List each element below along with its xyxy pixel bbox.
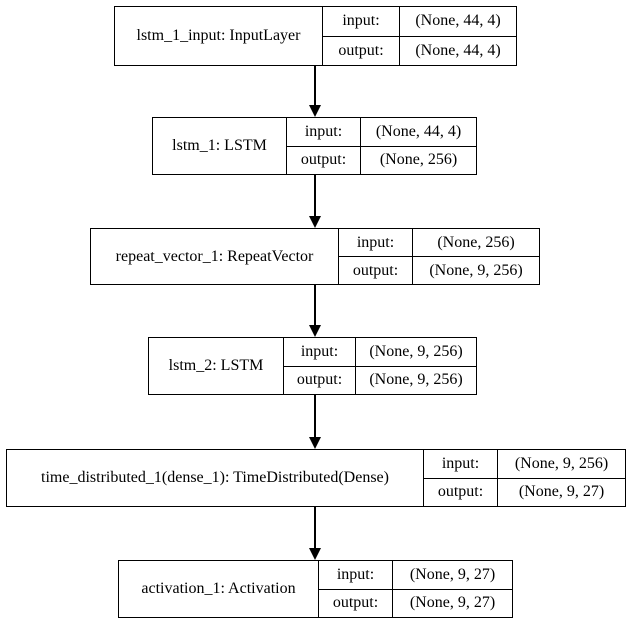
edge-line-4 [314, 395, 316, 438]
io-table: input: (None, 9, 256) output: (None, 9, … [423, 450, 625, 506]
output-label: output: [300, 151, 347, 169]
output-shape: (None, 9, 27) [497, 478, 625, 506]
input-row: input: (None, 9, 256) [424, 450, 625, 478]
output-row: output: (None, 44, 4) [323, 35, 516, 65]
input-row: input: (None, 256) [339, 229, 539, 256]
layer-node-lstm-1-input: lstm_1_input: InputLayer input: (None, 4… [114, 6, 517, 66]
layer-name: activation_1: Activation [141, 580, 296, 597]
layer-name: lstm_1_input: InputLayer [136, 27, 301, 44]
output-shape: (None, 256) [360, 146, 476, 174]
output-row: output: (None, 9, 256) [284, 365, 476, 394]
input-row: input: (None, 9, 256) [284, 338, 476, 366]
edge-line-1 [314, 66, 316, 106]
output-shape: (None, 9, 256) [355, 366, 476, 394]
io-table: input: (None, 9, 27) output: (None, 9, 2… [318, 561, 512, 617]
output-label: output: [352, 261, 399, 279]
input-shape: (None, 9, 256) [497, 450, 625, 478]
input-row: input: (None, 9, 27) [319, 561, 512, 589]
input-shape: (None, 256) [412, 229, 539, 256]
input-label: input: [336, 565, 375, 583]
output-label: output: [296, 371, 343, 389]
arrowhead-icon-3 [309, 325, 321, 337]
output-row: output: (None, 9, 27) [319, 588, 512, 617]
arrowhead-icon-2 [309, 216, 321, 228]
input-label: input: [300, 342, 339, 360]
output-row: output: (None, 256) [287, 145, 476, 174]
layer-name: lstm_1: LSTM [172, 137, 267, 154]
input-label: input: [356, 233, 395, 251]
layer-node-lstm-2: lstm_2: LSTM input: (None, 9, 256) outpu… [148, 337, 477, 395]
output-shape: (None, 9, 256) [412, 257, 539, 284]
layer-name: lstm_2: LSTM [168, 357, 264, 374]
output-label: output: [437, 483, 484, 501]
output-label: output: [332, 594, 379, 612]
arrowhead-icon-4 [309, 437, 321, 449]
input-label: input: [304, 122, 343, 140]
output-row: output: (None, 9, 27) [424, 477, 625, 506]
edge-line-5 [314, 507, 316, 549]
arrowhead-icon-1 [309, 105, 321, 117]
output-label: output: [338, 41, 384, 59]
io-table: input: (None, 44, 4) output: (None, 256) [286, 118, 476, 174]
output-row: output: (None, 9, 256) [339, 256, 539, 284]
input-row: input: (None, 44, 4) [287, 118, 476, 146]
input-shape: (None, 9, 27) [392, 561, 512, 589]
arrowhead-icon-5 [309, 548, 321, 560]
input-label: input: [441, 454, 480, 472]
input-label: input: [342, 12, 380, 30]
input-shape: (None, 9, 256) [355, 338, 476, 366]
layer-node-lstm-1: lstm_1: LSTM input: (None, 44, 4) output… [152, 117, 477, 175]
layer-node-activation-1: activation_1: Activation input: (None, 9… [118, 560, 513, 618]
layer-name: time_distributed_1(dense_1): TimeDistrib… [41, 469, 389, 486]
io-table: input: (None, 256) output: (None, 9, 256… [338, 229, 539, 284]
layer-node-time-distributed-1: time_distributed_1(dense_1): TimeDistrib… [6, 449, 626, 507]
input-shape: (None, 44, 4) [399, 7, 516, 36]
io-table: input: (None, 44, 4) output: (None, 44, … [322, 7, 516, 65]
edge-line-3 [314, 285, 316, 326]
input-row: input: (None, 44, 4) [323, 7, 516, 36]
io-table: input: (None, 9, 256) output: (None, 9, … [283, 338, 476, 394]
layer-node-repeat-vector-1: repeat_vector_1: RepeatVector input: (No… [90, 228, 540, 285]
output-shape: (None, 9, 27) [392, 589, 512, 617]
layer-name: repeat_vector_1: RepeatVector [115, 247, 314, 265]
output-shape: (None, 44, 4) [399, 36, 516, 65]
edge-line-2 [314, 175, 316, 216]
input-shape: (None, 44, 4) [360, 118, 476, 146]
